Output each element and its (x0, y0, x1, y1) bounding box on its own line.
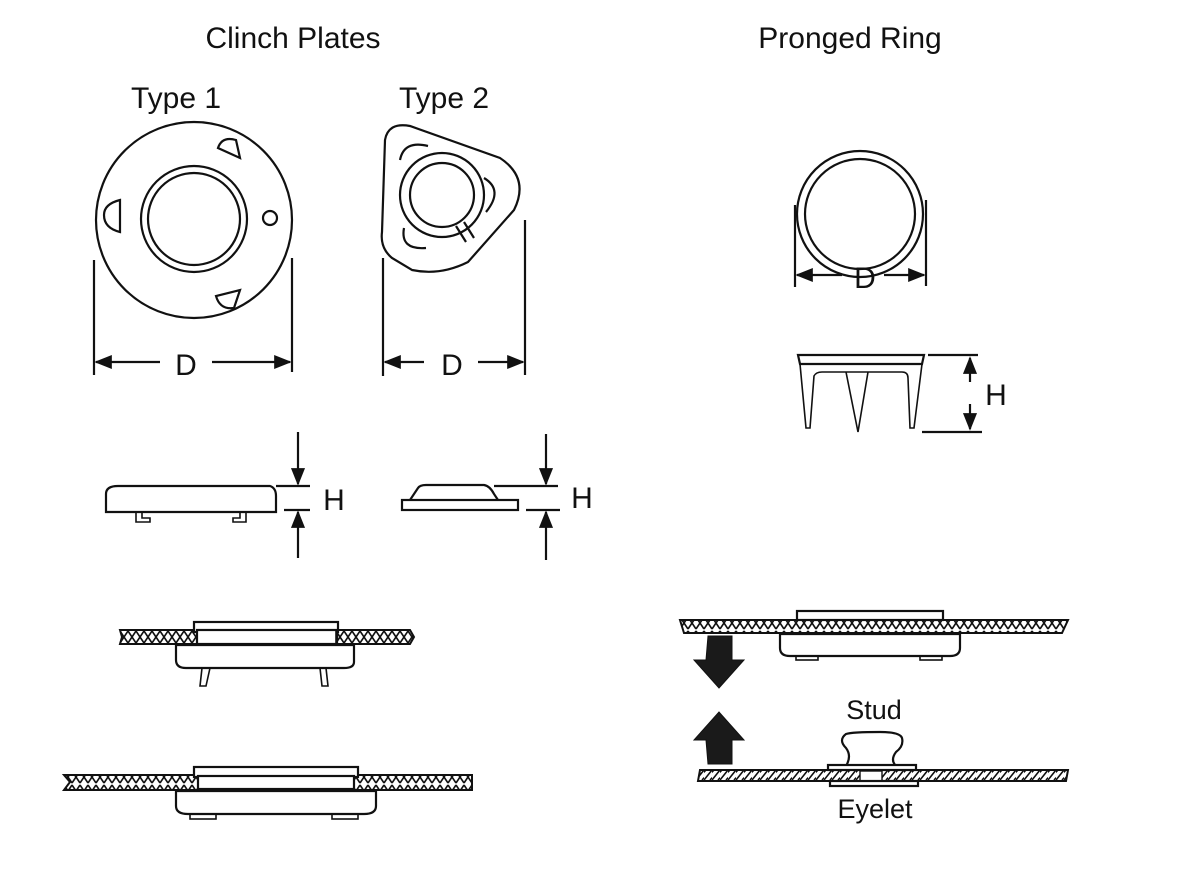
pronged-ring-installed-foot-right (919, 655, 943, 661)
type1-prong-slot-top (216, 137, 242, 160)
type2-installed-foot-right (331, 813, 359, 820)
pronged-ring-title: Pronged Ring (758, 22, 941, 55)
type1-side-prong-right (232, 512, 247, 523)
down-arrow-icon (692, 635, 746, 689)
eyelet-label: Eyelet (837, 794, 913, 824)
type2-triangular-body (380, 124, 521, 273)
type2-ring-inner (408, 161, 476, 229)
type1-installed-plate (174, 643, 356, 670)
type2-height-label: H (571, 482, 593, 515)
type1-label: Type 1 (131, 82, 221, 115)
type1-side-prong-left (135, 512, 151, 523)
type1-side-view: H (104, 432, 345, 558)
type2-installed-section (61, 765, 473, 820)
eyelet-fabric (696, 769, 1070, 782)
eyelet-bottom-flange (828, 779, 920, 788)
type1-installed-section (118, 620, 416, 687)
pronged-ring-side-top (796, 353, 926, 366)
pronged-ring-top-view (795, 149, 925, 279)
type1-side-body (104, 484, 278, 514)
pronged-ring-installed-section (678, 609, 1070, 661)
type1-top-view (94, 120, 294, 320)
pronged-ring-height-label: H (985, 379, 1007, 412)
pronged-ring-installed-socket (778, 632, 962, 658)
type2-diameter-label: D (441, 349, 463, 382)
type1-ring-outer (139, 164, 249, 274)
type1-hole (261, 209, 279, 227)
stud-label: Stud (846, 695, 902, 725)
pronged-ring-outer (795, 149, 925, 279)
pronged-ring-diameter-label: D (854, 262, 876, 295)
type2-installed-foot-left (189, 813, 217, 820)
pronged-ring-side-view: H (796, 353, 1007, 434)
type1-outer-rim (94, 120, 294, 320)
pronged-ring-side-prongs (799, 363, 923, 429)
clinch-plates-title: Clinch Plates (205, 22, 380, 55)
pronged-ring-diameter-dimension: D (793, 200, 928, 295)
type1-ring-inner (146, 171, 242, 267)
type2-tab-right (483, 177, 496, 213)
type2-tab-top (398, 143, 429, 161)
pronged-ring-inner (803, 157, 917, 271)
type2-ring-outer (398, 151, 486, 239)
pronged-ring-installed-foot-left (795, 655, 819, 661)
pronged-ring-side-center-prong (845, 371, 869, 433)
up-arrow-icon (692, 711, 746, 765)
eyelet-top-flange (826, 763, 918, 772)
type1-installed-prong-left (199, 667, 211, 687)
type1-height-label: H (323, 484, 345, 517)
type2-split (455, 221, 475, 243)
type2-label: Type 2 (399, 82, 489, 115)
stud-eyelet-assembly (696, 730, 1070, 788)
type2-diameter-dimension: D (381, 220, 527, 382)
type1-installed-prong-right (319, 667, 329, 687)
type2-side-view: H (400, 434, 593, 560)
eyelet-hole (859, 770, 883, 782)
type1-diameter-label: D (175, 349, 197, 382)
type2-side-dome (409, 483, 499, 501)
pronged-ring-installed-fabric (678, 619, 1070, 634)
type2-tab-bottom (402, 227, 427, 250)
pronged-ring-installed-cap (795, 609, 945, 622)
stud-shape (840, 730, 904, 768)
type2-side-base (400, 498, 520, 512)
type2-installed-plate (174, 789, 378, 816)
type1-diameter-dimension: D (92, 258, 294, 382)
type1-prong-slot-bottom (214, 288, 242, 310)
type2-top-view (380, 124, 521, 273)
type1-prong-slot-left (102, 198, 122, 234)
